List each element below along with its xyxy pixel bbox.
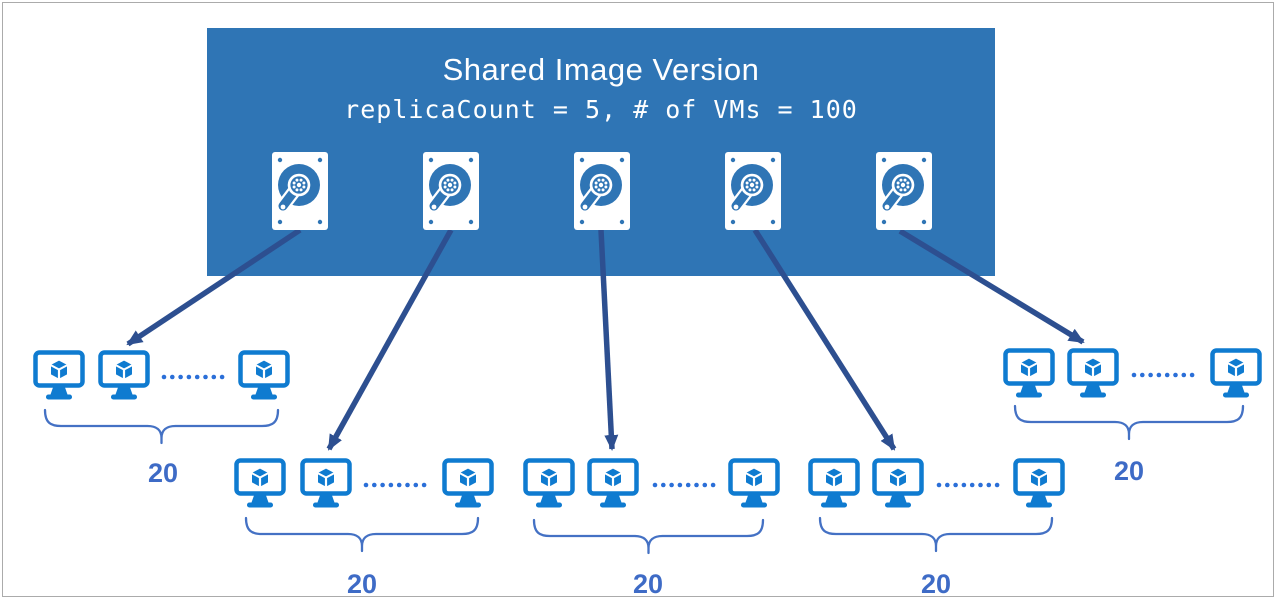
replica-to-vms-arrow [752,228,897,451]
vm-icon [442,458,494,508]
managed-disk-icon [423,152,479,230]
managed-disk-icon [725,152,781,230]
vm-icon [1210,348,1262,398]
vm-icon [1013,458,1065,508]
managed-disk-icon [876,152,932,230]
vm-icon [98,350,150,400]
replica-to-vms-arrow [126,227,302,347]
vm-icon [33,350,85,400]
replica-to-vms-arrow [326,228,454,451]
ellipsis-dots-icon [363,482,427,488]
vm-icon [234,458,286,508]
vm-icon [728,458,780,508]
vm-icon [872,458,924,508]
vm-icon [300,458,352,508]
vm-count-label: 20 [147,458,179,488]
group-brace [244,516,480,553]
ellipsis-dots-icon [652,482,716,488]
ellipsis-dots-icon [1131,372,1195,378]
group-brace [1013,404,1245,441]
replica-count-subtitle: replicaCount = 5, # of VMs = 100 [344,95,858,124]
vm-count-label: 20 [632,569,664,599]
group-brace [532,518,765,555]
vm-icon [523,458,575,508]
ellipsis-dots-icon [161,374,225,380]
replica-to-vms-arrow [598,229,619,451]
vm-icon [808,458,860,508]
managed-disk-icon [272,152,328,230]
vm-icon [1067,348,1119,398]
vm-icon [587,458,639,508]
ellipsis-dots-icon [936,482,1000,488]
vm-count-label: 20 [346,569,378,599]
vm-icon [1003,348,1055,398]
shared-image-version-title: Shared Image Version [442,52,760,87]
vm-count-label: 20 [1113,456,1145,486]
replica-to-vms-arrow [898,228,1085,345]
group-brace [818,516,1054,553]
vm-count-label: 20 [920,569,952,599]
managed-disk-icon [574,152,630,230]
group-brace [43,408,280,445]
vm-icon [238,350,290,400]
